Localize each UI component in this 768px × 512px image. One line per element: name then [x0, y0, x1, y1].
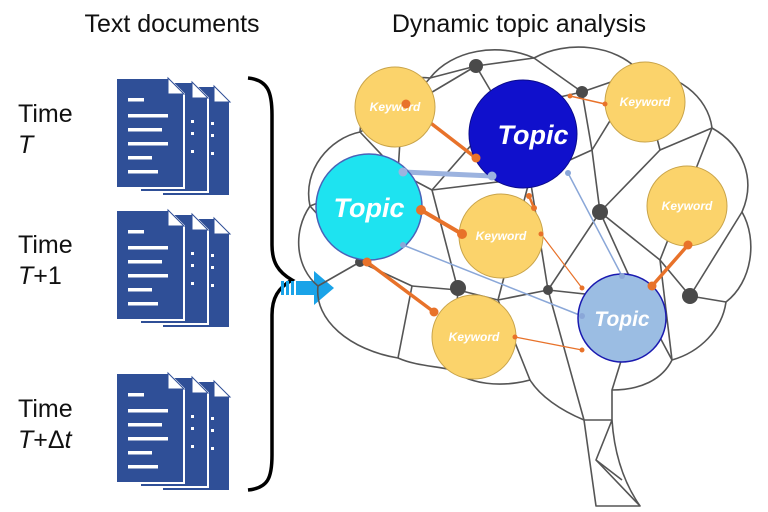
keyword-label: Keyword: [370, 100, 421, 114]
keyword-label: Keyword: [620, 95, 671, 109]
grouping-bracket: [247, 76, 296, 492]
time-suffix: +Δ: [33, 426, 64, 454]
keyword-label: Keyword: [476, 229, 527, 243]
time-variable: T: [18, 262, 35, 290]
topic-links: [365, 95, 690, 351]
right-heading: Dynamic topic analysis: [392, 10, 646, 38]
time-label-2: Time T+1: [18, 231, 73, 290]
document-stack-1: [115, 77, 231, 197]
keyword-label: Keyword: [662, 199, 713, 213]
time-word: Time: [18, 100, 73, 128]
topic-label: Topic: [498, 120, 569, 150]
keyword-node-4: Keyword: [646, 165, 728, 247]
keyword-label: Keyword: [449, 330, 500, 344]
link-endpoints: [362, 93, 693, 353]
time-variable: T: [18, 426, 35, 454]
time-label-3: Time T+Δt: [18, 395, 73, 454]
topic-node-main: Topic: [468, 79, 578, 189]
right-arrow-icon: [281, 271, 334, 305]
time-word: Time: [18, 231, 73, 259]
time-variable: T: [18, 131, 35, 159]
time-expression: T+1: [18, 262, 62, 290]
time-expression: T+Δt: [18, 426, 73, 454]
left-heading: Text documents: [84, 10, 259, 38]
keyword-node-1: Keyword: [354, 66, 436, 148]
topic-node-left: Topic: [315, 153, 423, 261]
topic-label: Topic: [334, 193, 405, 223]
time-tail: t: [65, 426, 73, 454]
keyword-node-3: Keyword: [458, 193, 544, 279]
document-stack-3: [115, 372, 231, 492]
keyword-node-2: Keyword: [604, 61, 686, 143]
time-label-1: Time T: [18, 100, 73, 159]
topic-label: Topic: [594, 308, 650, 331]
keyword-node-5: Keyword: [431, 294, 517, 380]
document-stack-2: [115, 209, 231, 329]
time-word: Time: [18, 395, 73, 423]
time-suffix: +1: [33, 262, 62, 290]
